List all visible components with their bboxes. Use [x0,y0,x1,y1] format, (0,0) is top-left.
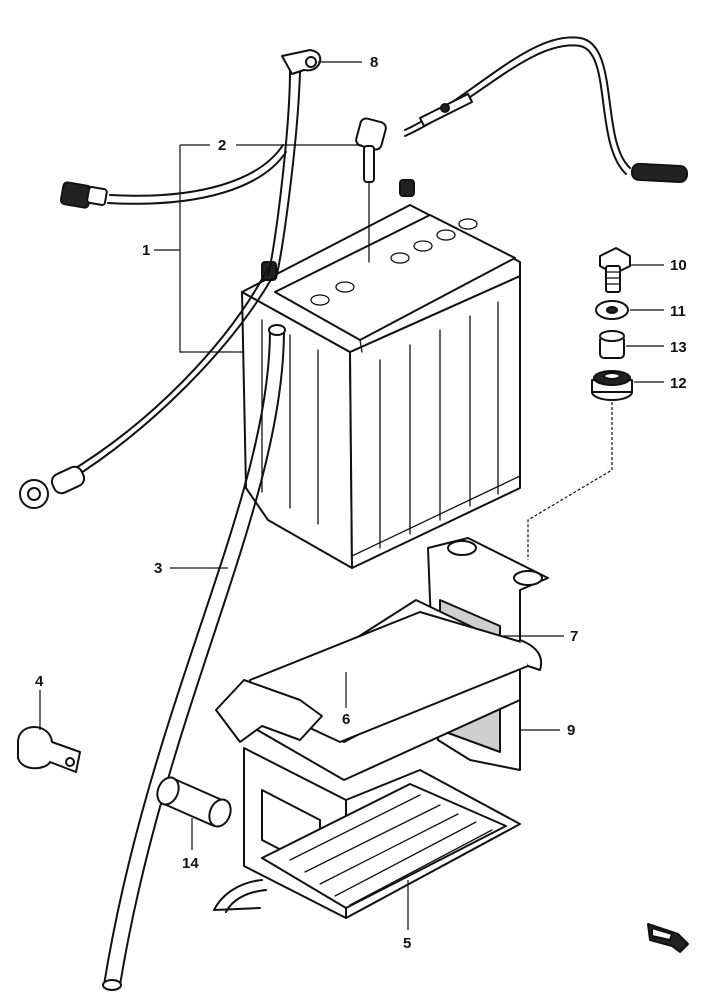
callout-3: 3 [154,560,162,577]
assembly-guide-line [527,402,613,560]
battery-holder [213,537,549,919]
callout-10: 10 [670,257,687,274]
positive-terminal [399,179,415,197]
battery [241,179,521,569]
front-arrow-icon [647,923,689,953]
callout-7: 7 [570,628,578,645]
callout-8: 8 [370,54,378,71]
callout-13: 13 [670,339,687,356]
callout-11: 11 [670,303,686,320]
negative-lead [19,267,273,509]
spacer [599,330,625,359]
grommet [591,370,633,401]
callout-14: 14 [182,855,199,872]
clamp [17,726,81,773]
leader-lines [39,61,664,930]
callout-labels: 1 2 3 4 5 6 7 8 9 10 11 12 13 14 [35,54,687,952]
callout-1: 1 [142,242,150,259]
callout-4: 4 [35,673,44,690]
washer [595,300,629,320]
callout-2: 2 [218,137,226,154]
terminal-lead [59,49,322,279]
rubber-cushion [156,776,232,828]
callout-5: 5 [403,935,411,952]
callout-9: 9 [567,722,575,739]
sensor-wire [404,36,689,184]
cell-caps [310,218,478,306]
bolt [599,247,631,293]
callout-6: 6 [342,711,350,728]
callout-12: 12 [670,375,687,392]
breather-tube [102,324,286,991]
breather-cap-connector [355,117,387,263]
